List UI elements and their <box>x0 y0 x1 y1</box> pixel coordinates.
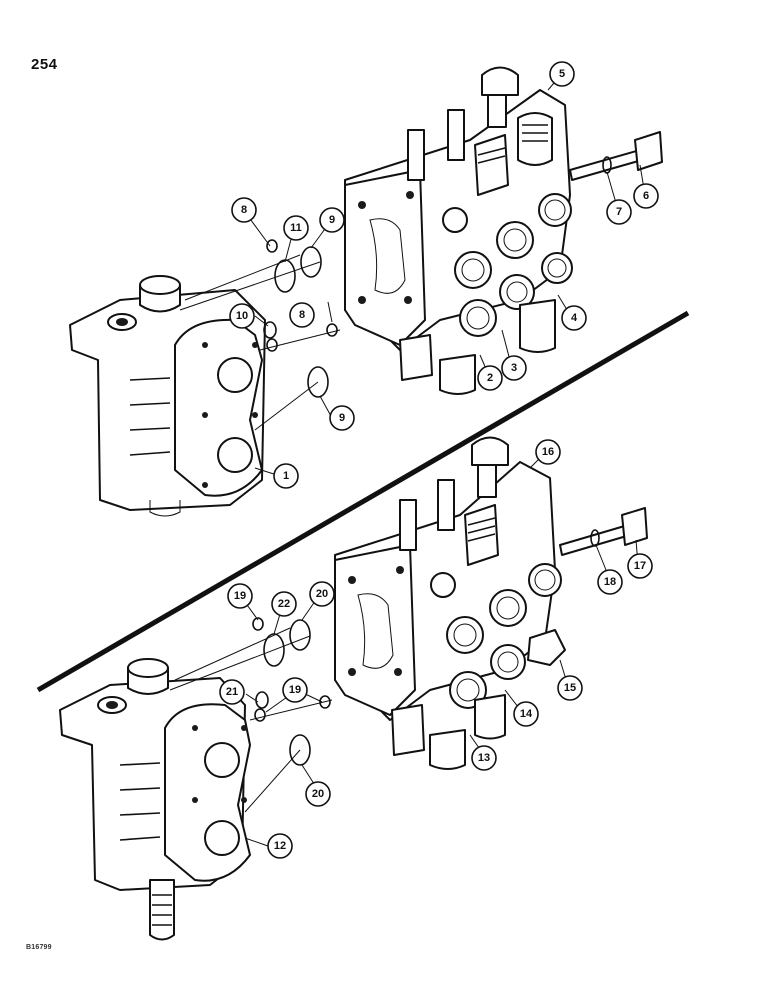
callout-10: 10 <box>229 303 255 329</box>
svg-text:19: 19 <box>234 590 246 602</box>
svg-text:10: 10 <box>236 310 248 322</box>
callout-12: 12 <box>267 833 293 859</box>
svg-text:9: 9 <box>339 412 345 424</box>
svg-text:8: 8 <box>299 309 305 321</box>
lower-control-valve <box>334 436 648 770</box>
page-number: 254 <box>31 56 58 73</box>
svg-text:20: 20 <box>316 588 328 600</box>
callout-2: 2 <box>477 365 503 391</box>
svg-text:16: 16 <box>542 446 554 458</box>
callout-21: 21 <box>219 679 245 705</box>
svg-text:7: 7 <box>616 206 622 218</box>
callout-16: 16 <box>535 439 561 465</box>
svg-text:9: 9 <box>329 214 335 226</box>
svg-text:11: 11 <box>290 222 302 234</box>
callout-7: 7 <box>606 199 632 225</box>
callout-20-bottom: 20 <box>305 781 331 807</box>
callout-4: 4 <box>561 305 587 331</box>
callout-11: 11 <box>283 215 309 241</box>
callout-3: 3 <box>501 355 527 381</box>
callout-1: 1 <box>273 463 299 489</box>
svg-text:2: 2 <box>487 372 493 384</box>
svg-text:6: 6 <box>643 190 649 202</box>
callout-20-top: 20 <box>309 581 335 607</box>
svg-text:22: 22 <box>278 598 290 610</box>
svg-text:8: 8 <box>241 204 247 216</box>
divider-line <box>36 310 690 693</box>
callout-6: 6 <box>633 183 659 209</box>
svg-text:18: 18 <box>604 576 616 588</box>
figure-code: B16799 <box>26 944 52 951</box>
callout-19-mid: 19 <box>282 677 308 703</box>
upper-seals <box>179 239 341 431</box>
svg-text:1: 1 <box>283 470 289 482</box>
callout-22: 22 <box>271 591 297 617</box>
svg-text:17: 17 <box>634 560 646 572</box>
callout-9-bottom: 9 <box>329 405 355 431</box>
svg-text:20: 20 <box>312 788 324 800</box>
callout-5: 5 <box>549 61 575 87</box>
callout-15: 15 <box>557 675 583 701</box>
svg-text:13: 13 <box>478 752 490 764</box>
upper-control-valve <box>344 66 663 395</box>
lower-pump-housing <box>59 658 251 941</box>
callout-19-top: 19 <box>227 583 253 609</box>
svg-text:12: 12 <box>274 840 286 852</box>
svg-text:4: 4 <box>571 312 578 324</box>
callout-14: 14 <box>513 701 539 727</box>
callout-9-top: 9 <box>319 207 345 233</box>
svg-text:14: 14 <box>520 708 533 720</box>
svg-text:15: 15 <box>564 682 576 694</box>
lower-seals <box>169 617 333 813</box>
svg-text:21: 21 <box>226 686 238 698</box>
callout-18: 18 <box>597 569 623 595</box>
upper-pump-housing <box>69 275 266 517</box>
callout-17: 17 <box>627 553 653 579</box>
callout-8-mid: 8 <box>289 302 315 328</box>
svg-text:3: 3 <box>511 362 517 374</box>
callout-13: 13 <box>471 745 497 771</box>
svg-text:5: 5 <box>559 68 565 80</box>
callout-8-top: 8 <box>231 197 257 223</box>
svg-text:19: 19 <box>289 684 301 696</box>
